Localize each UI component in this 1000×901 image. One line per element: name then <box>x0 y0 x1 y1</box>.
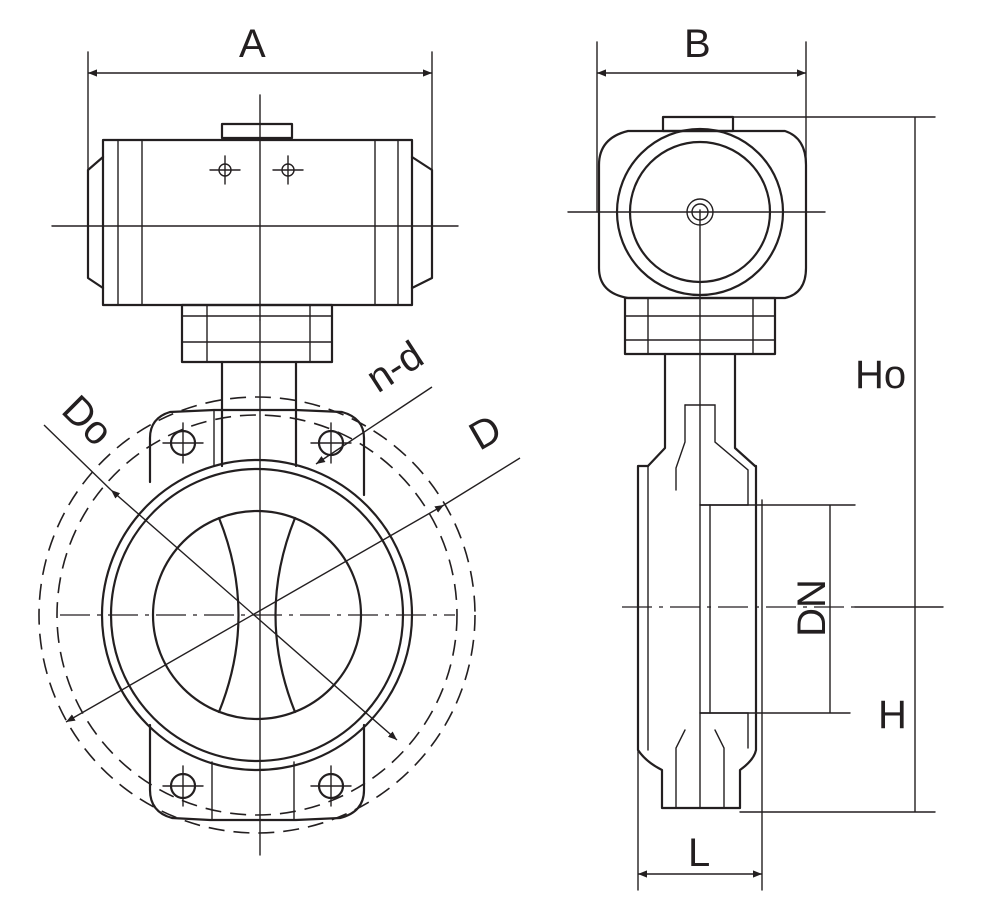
label-dn: DN <box>790 579 834 637</box>
label-l: L <box>688 831 710 875</box>
flange-outline-do <box>38 396 476 834</box>
dimension-l <box>637 499 763 891</box>
label-b: B <box>684 22 711 66</box>
side-bracket <box>623 296 777 356</box>
mounting-bracket <box>180 303 334 364</box>
label-a: A <box>239 22 266 66</box>
bolt-circle-d <box>56 414 458 816</box>
actuator-body <box>86 122 434 307</box>
top-lug <box>148 408 366 497</box>
label-ho: Ho <box>855 353 906 397</box>
side-body <box>636 464 758 810</box>
valve-neck <box>220 360 298 468</box>
label-nd: n-d <box>359 333 431 401</box>
label-d: D <box>462 406 509 459</box>
bottom-lug <box>148 723 366 822</box>
dimension-b <box>596 41 807 213</box>
bolt-holes <box>162 422 352 807</box>
dimension-a <box>87 51 433 171</box>
side-view <box>567 115 855 810</box>
dimension-ho-h <box>732 116 944 813</box>
label-h: H <box>878 693 907 737</box>
side-neck <box>646 352 757 468</box>
front-view <box>38 94 521 856</box>
dimension-dn <box>699 504 856 714</box>
actuator-side-body <box>597 129 808 300</box>
